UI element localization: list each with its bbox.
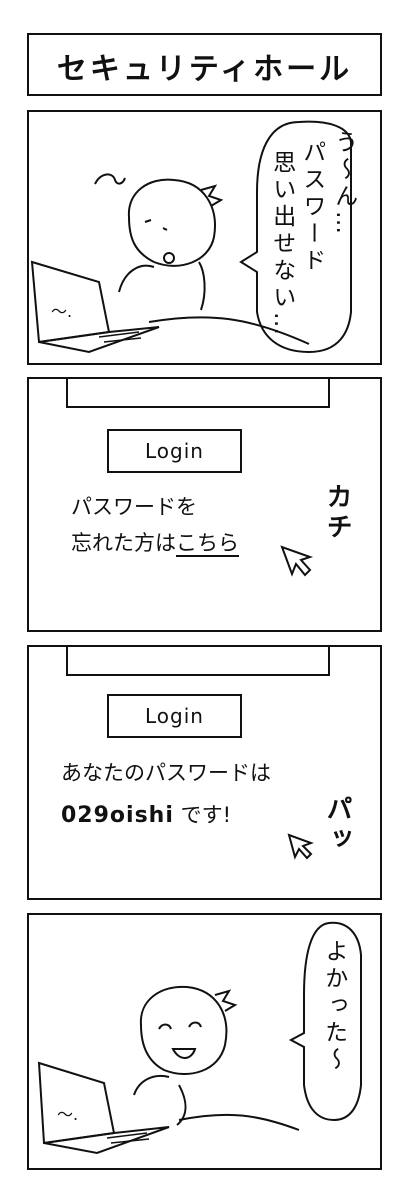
- laptop-keys: [106, 1132, 150, 1144]
- worry-mark: [94, 173, 126, 185]
- mouse-cursor: [280, 545, 314, 577]
- character-eye-left: [158, 1023, 172, 1030]
- forgot-prefix: 忘れた方は: [71, 531, 176, 555]
- panel-3: Login あなたのパスワードは 029oishi です! パッ: [27, 645, 382, 900]
- window-frame-top: [66, 379, 330, 408]
- flash-sound-effect: パッ: [322, 795, 352, 855]
- character-mouth: [163, 252, 175, 264]
- speech-bubble: [239, 120, 352, 354]
- laptop-base: [38, 326, 160, 354]
- character-hand: [176, 1084, 187, 1126]
- password-reveal-line1: あなたのパスワードは: [61, 761, 271, 785]
- panel-4: よかった〜 〜.: [27, 913, 382, 1170]
- forgot-link[interactable]: こちら: [176, 531, 239, 557]
- character-eye-left: [144, 219, 152, 223]
- panel-2-drawing: [66, 379, 330, 577]
- speech-text-line1: う〜ん…: [330, 130, 357, 238]
- laptop-keys: [98, 331, 142, 343]
- login-button[interactable]: Login: [107, 429, 242, 473]
- panel-2: Login パスワードを 忘れた方はこちら カチ: [27, 377, 382, 632]
- desk-line: [148, 316, 310, 345]
- comic-title: セキュリティホール: [56, 52, 353, 87]
- character-head: [127, 178, 216, 267]
- forgot-line1: パスワードを: [71, 495, 197, 519]
- password-reveal-line2: 029oishi です!: [61, 799, 231, 829]
- title-frame: セキュリティホール: [27, 33, 382, 96]
- speech-text: よかった〜: [320, 939, 347, 1074]
- hair-tuft: [200, 184, 224, 207]
- character-arm: [133, 1075, 170, 1096]
- desk-line: [178, 1113, 300, 1131]
- password-suffix: です!: [180, 803, 231, 827]
- laptop-screen-scribble: 〜.: [57, 1105, 79, 1124]
- mouse-cursor: [287, 833, 314, 860]
- character-mouth: [171, 1048, 197, 1059]
- speech-text-line2: パスワード: [298, 140, 325, 275]
- panel-3-drawing: [66, 647, 330, 860]
- click-sound-effect: カチ: [322, 483, 352, 543]
- speech-text-line3: 思い出せない…: [268, 150, 295, 339]
- character-head: [139, 985, 228, 1075]
- character-eye-right: [162, 227, 168, 231]
- character-eye-right: [188, 1021, 202, 1028]
- speech-bubble: [288, 921, 362, 1122]
- character-hand: [198, 261, 206, 311]
- laptop-base: [43, 1126, 170, 1155]
- panel-1-drawing: [30, 120, 352, 354]
- forgot-line2: 忘れた方はこちら: [71, 527, 239, 557]
- login-button[interactable]: Login: [107, 694, 242, 738]
- hair-tuft: [214, 989, 238, 1012]
- revealed-password: 029oishi: [61, 803, 174, 828]
- laptop-screen-scribble: 〜.: [51, 302, 73, 321]
- character-arm: [118, 264, 155, 293]
- window-frame-top: [66, 647, 330, 676]
- panel-1: う〜ん… パスワード 思い出せない… 〜.: [27, 110, 382, 365]
- panel-4-drawing: [37, 921, 362, 1155]
